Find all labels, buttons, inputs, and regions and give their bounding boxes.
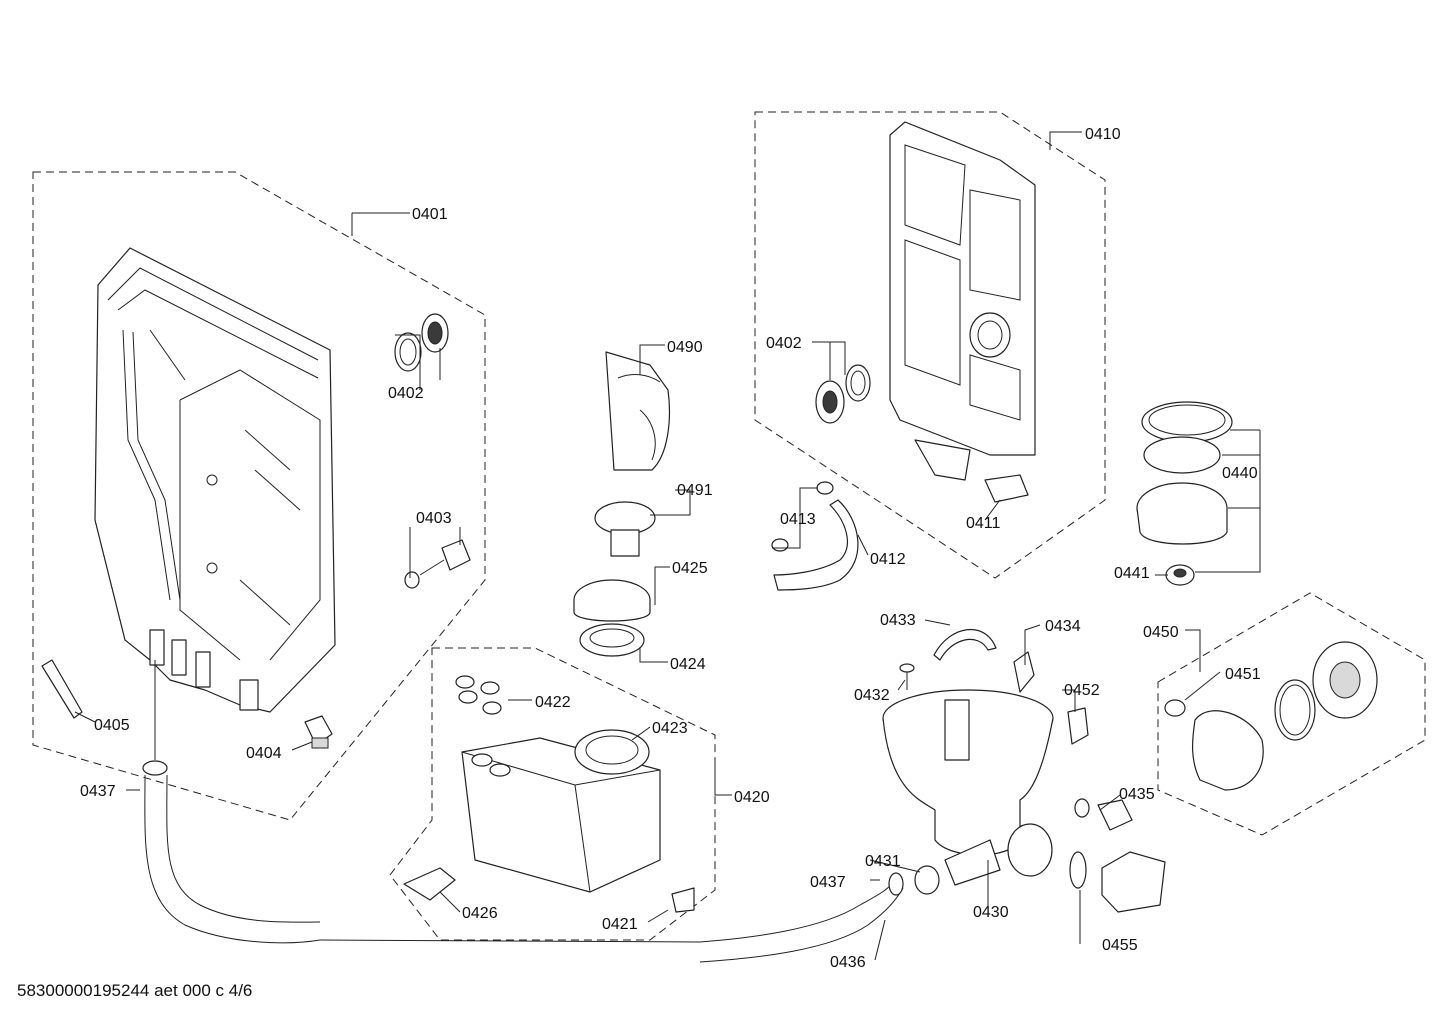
document-code: 58300000195244 aet 000 c 4/6 bbox=[17, 981, 253, 1000]
callout-0412: 0412 bbox=[870, 551, 906, 568]
callout-0440: 0440 bbox=[1222, 465, 1258, 482]
connector-0403 bbox=[404, 539, 471, 589]
ring-0424 bbox=[579, 623, 645, 657]
callout-0421: 0421 bbox=[602, 916, 638, 933]
cover-0433 bbox=[933, 629, 997, 661]
seals-0422 bbox=[455, 675, 502, 715]
drain-hose-0437 bbox=[142, 660, 321, 944]
callout-0434: 0434 bbox=[1045, 618, 1081, 635]
sensor-0411 bbox=[984, 474, 1029, 503]
callout-0422: 0422 bbox=[535, 694, 571, 711]
leader-lines bbox=[74, 131, 1261, 961]
group-outline-0420 bbox=[389, 647, 716, 941]
callout-0433: 0433 bbox=[880, 612, 916, 629]
group-outline-0401 bbox=[32, 171, 486, 821]
clip-0434 bbox=[1013, 651, 1035, 693]
callout-0437-left: 0437 bbox=[80, 783, 116, 800]
valve-0426 bbox=[403, 867, 456, 901]
callout-0432: 0432 bbox=[854, 687, 890, 704]
callout-0410: 0410 bbox=[1085, 126, 1121, 143]
callout-0402-right: 0402 bbox=[766, 335, 802, 352]
callout-0403: 0403 bbox=[416, 510, 452, 527]
clip-0452 bbox=[1067, 707, 1089, 745]
panel-0410 bbox=[889, 121, 1036, 481]
callout-0413: 0413 bbox=[780, 511, 816, 528]
funnel-0491 bbox=[594, 501, 656, 557]
group-outline-0410 bbox=[754, 111, 1106, 579]
callout-0451: 0451 bbox=[1225, 666, 1261, 683]
screw-0432 bbox=[899, 663, 915, 690]
clip-0405 bbox=[41, 659, 83, 719]
callout-0441: 0441 bbox=[1114, 565, 1150, 582]
sump-0430 bbox=[882, 689, 1054, 886]
callout-0423: 0423 bbox=[652, 720, 688, 737]
callout-0452: 0452 bbox=[1064, 682, 1100, 699]
fitting-0431 bbox=[914, 865, 940, 895]
impeller-0441 bbox=[1165, 564, 1195, 586]
drain-hose-0436 bbox=[319, 872, 904, 963]
callout-0411: 0411 bbox=[966, 515, 1001, 532]
callout-0430: 0430 bbox=[973, 904, 1009, 921]
seal-0435 bbox=[1074, 798, 1133, 831]
callout-0450: 0450 bbox=[1143, 624, 1179, 641]
callout-0431: 0431 bbox=[865, 853, 901, 870]
hose-0412 bbox=[773, 499, 859, 591]
group-outline-0450 bbox=[1157, 592, 1426, 836]
callout-0491: 0491 bbox=[677, 482, 713, 499]
callout-0435: 0435 bbox=[1119, 786, 1155, 803]
softener-0420 bbox=[461, 729, 661, 893]
funnel-0490 bbox=[605, 351, 671, 471]
callout-0436: 0436 bbox=[830, 954, 866, 971]
heat-pump-0450 bbox=[1164, 641, 1378, 791]
seal-0402-right bbox=[815, 364, 871, 424]
callout-0401: 0401 bbox=[412, 206, 448, 223]
callout-0437-right: 0437 bbox=[810, 874, 846, 891]
clip-0421 bbox=[671, 887, 695, 913]
callout-0455: 0455 bbox=[1102, 937, 1138, 954]
callout-0404: 0404 bbox=[246, 745, 282, 762]
callout-0420: 0420 bbox=[734, 789, 770, 806]
seal-0402-left bbox=[394, 313, 449, 372]
cap-0425 bbox=[573, 579, 651, 622]
callout-0425: 0425 bbox=[672, 560, 708, 577]
callout-0402-left: 0402 bbox=[388, 385, 424, 402]
callout-0426: 0426 bbox=[462, 905, 498, 922]
side-panel-0401 bbox=[94, 247, 336, 713]
filter-0440 bbox=[1136, 401, 1233, 545]
callout-0490: 0490 bbox=[667, 339, 703, 356]
callout-0405: 0405 bbox=[94, 717, 130, 734]
motor-0455 bbox=[1069, 851, 1166, 913]
callout-0424: 0424 bbox=[670, 656, 706, 673]
valve-0404 bbox=[304, 715, 333, 749]
